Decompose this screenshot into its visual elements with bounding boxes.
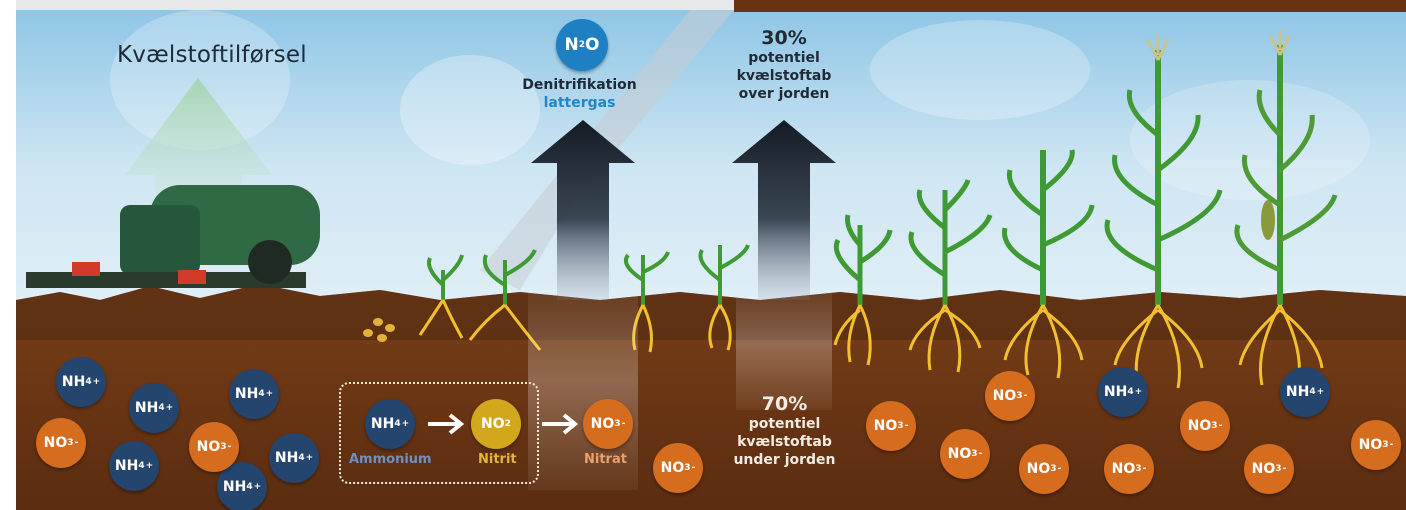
loss-above-line3: over jorden bbox=[738, 86, 830, 102]
tractor-icon bbox=[26, 185, 320, 288]
plants bbox=[418, 30, 1338, 389]
loss-below-line2: kvælstoftab bbox=[737, 434, 832, 450]
loss-above-line2: kvælstoftab bbox=[736, 68, 832, 84]
loss-below-line3: under jorden bbox=[733, 452, 836, 468]
loss-below-label: 70% potentiel kvælstoftab under jorden bbox=[712, 393, 857, 469]
ammonium-label: Ammonium bbox=[349, 452, 432, 467]
denitrification-title: Denitrifikation bbox=[522, 77, 637, 93]
n2o-arrow bbox=[531, 120, 635, 300]
laughing-gas-label: lattergas bbox=[543, 95, 616, 111]
top-soil-strip bbox=[734, 0, 1406, 12]
loss-above-label: 30% potentiel kvælstoftab over jorden bbox=[714, 27, 854, 103]
loss-above-arrow bbox=[732, 120, 836, 300]
loss-above-line1: potentiel bbox=[748, 50, 820, 66]
seeds bbox=[363, 318, 395, 342]
nitrate-label: Nitrat bbox=[584, 452, 627, 467]
loss-below-line1: potentiel bbox=[748, 416, 821, 432]
page-title: Kvælstoftilførsel bbox=[117, 42, 307, 68]
top-strip bbox=[16, 0, 734, 10]
nitrification-cycle-box bbox=[339, 382, 539, 484]
denitrification-label: Denitrifikation lattergas bbox=[512, 76, 647, 112]
nitrite-label: Nitrit bbox=[478, 452, 517, 467]
cycle-arrows bbox=[428, 413, 579, 435]
loss-below-percent: 70% bbox=[761, 393, 808, 415]
loss-above-percent: 30% bbox=[761, 27, 807, 49]
